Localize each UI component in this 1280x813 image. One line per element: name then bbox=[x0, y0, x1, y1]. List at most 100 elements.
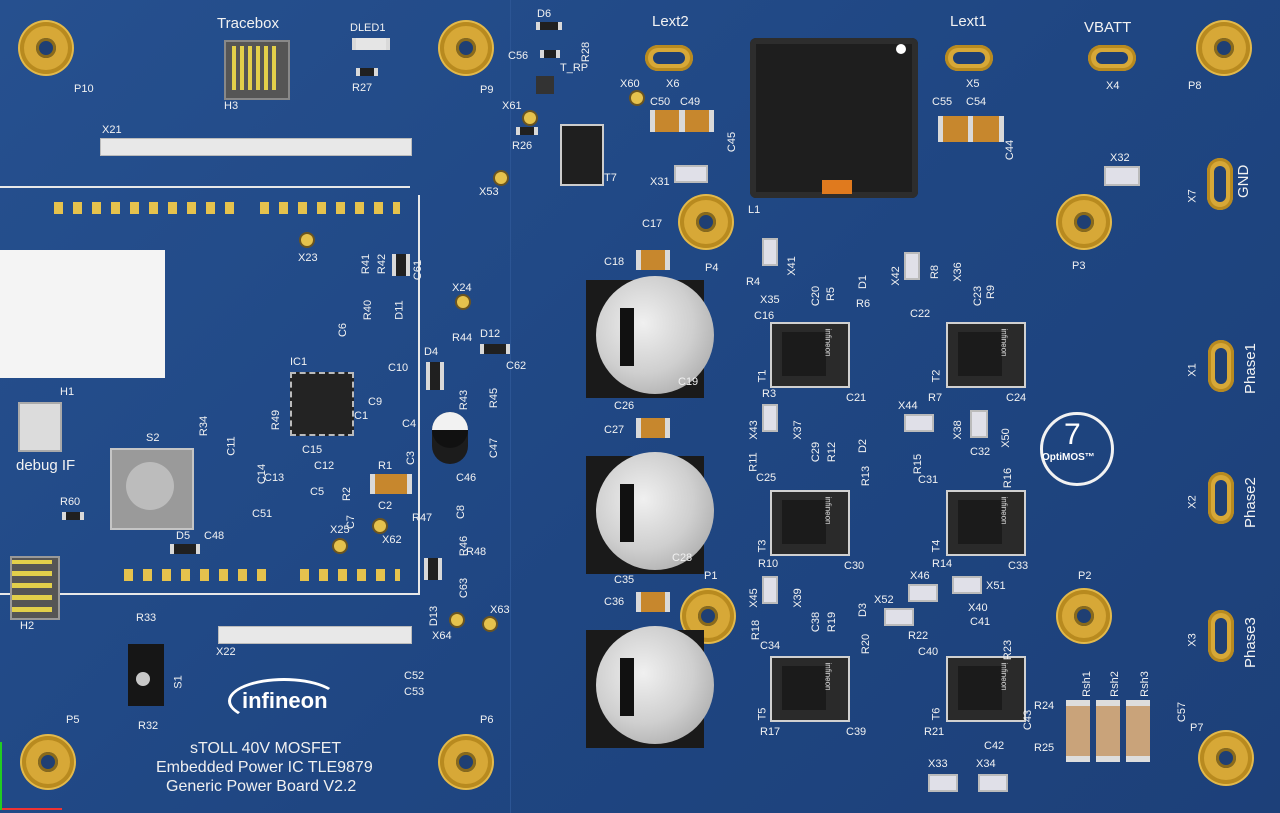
label-x61: X61 bbox=[502, 100, 522, 112]
testpoint-x25[interactable] bbox=[334, 540, 346, 552]
testpoint-x60[interactable] bbox=[631, 92, 643, 104]
label-rsh3: Rsh3 bbox=[1138, 671, 1151, 697]
mount-hole-p10 bbox=[20, 22, 72, 74]
testpoint-x53[interactable] bbox=[495, 172, 507, 184]
mosfet-logo: infineon bbox=[999, 496, 1009, 525]
label-x44: X44 bbox=[898, 400, 918, 412]
mount-hole-p9 bbox=[440, 22, 492, 74]
inductor-l1-pad bbox=[822, 180, 852, 194]
label-r32: R32 bbox=[138, 720, 159, 732]
testpoint-x44[interactable] bbox=[904, 414, 934, 432]
connector-x5-slot[interactable] bbox=[945, 45, 993, 71]
connector-x2-slot[interactable] bbox=[1208, 472, 1234, 524]
elcap-c37-dome bbox=[596, 626, 714, 744]
connector-x4-slot[interactable] bbox=[1088, 45, 1136, 71]
label-x36: X36 bbox=[951, 262, 964, 282]
label-r40: R40 bbox=[362, 299, 375, 321]
label-p7: P7 bbox=[1190, 722, 1204, 734]
resistor-r26 bbox=[516, 127, 538, 135]
label-t4: T4 bbox=[930, 539, 943, 553]
cap-c2 bbox=[370, 474, 412, 494]
label-phase3: Phase3 bbox=[1242, 617, 1259, 668]
label-r23: R23 bbox=[1002, 639, 1015, 661]
testpoint-x50[interactable] bbox=[970, 410, 988, 438]
testpoint-x23[interactable] bbox=[301, 234, 313, 246]
label-c40: C40 bbox=[918, 646, 939, 658]
connector-x6-slot[interactable] bbox=[645, 45, 693, 71]
diode-d4 bbox=[426, 362, 444, 390]
label-r43: R43 bbox=[458, 389, 471, 411]
connector-x1-slot[interactable] bbox=[1208, 340, 1234, 392]
ic-ic1 bbox=[290, 372, 354, 436]
testpoint-x32[interactable] bbox=[1104, 166, 1140, 186]
label-c35: C35 bbox=[614, 574, 635, 586]
connector-h1[interactable] bbox=[18, 402, 62, 452]
label-d5: D5 bbox=[176, 530, 191, 542]
testpoint-x51[interactable] bbox=[952, 576, 982, 594]
shunt-rsh3 bbox=[1126, 700, 1150, 762]
label-c11: C11 bbox=[225, 436, 238, 456]
board-title-line-3: Generic Power Board V2.2 bbox=[166, 778, 357, 795]
label-rsh1: Rsh1 bbox=[1080, 671, 1093, 697]
mosfet-t1: infineon bbox=[770, 322, 850, 388]
power-plane-divider bbox=[510, 0, 511, 813]
label-r20: R20 bbox=[860, 633, 873, 655]
testpoint-x31[interactable] bbox=[674, 165, 708, 183]
label-r34: R34 bbox=[198, 415, 211, 437]
label-p10: P10 bbox=[74, 83, 94, 95]
label-r27: R27 bbox=[352, 82, 373, 94]
label-x4: X4 bbox=[1106, 80, 1120, 92]
testpoint-x41[interactable] bbox=[762, 238, 778, 266]
testpoint-x62[interactable] bbox=[374, 520, 386, 532]
label-x6: X6 bbox=[666, 78, 680, 90]
header-x22[interactable] bbox=[218, 626, 412, 644]
label-c43: C43 bbox=[1022, 709, 1035, 731]
label-c54: C54 bbox=[966, 96, 987, 108]
label-r28: R28 bbox=[580, 41, 593, 63]
label-c25: C25 bbox=[756, 472, 777, 484]
origin-x-axis bbox=[0, 808, 62, 810]
label-x51: X51 bbox=[986, 580, 1006, 592]
switch-s1-knob[interactable] bbox=[136, 672, 150, 686]
mosfet-t4: infineon bbox=[946, 490, 1026, 556]
label-p2: P2 bbox=[1078, 570, 1092, 582]
resistor-r27 bbox=[356, 68, 378, 76]
label-p8: P8 bbox=[1188, 80, 1202, 92]
label-r14: R14 bbox=[932, 558, 953, 570]
testpoint-x52[interactable] bbox=[884, 608, 914, 626]
label-c17: C17 bbox=[642, 218, 663, 230]
label-r19: R19 bbox=[826, 611, 839, 633]
label-x25: X25 bbox=[330, 524, 350, 536]
testpoint-x46[interactable] bbox=[908, 584, 938, 602]
testpoint-x61[interactable] bbox=[524, 112, 536, 124]
label-r45: R45 bbox=[488, 387, 501, 409]
label-c26: C26 bbox=[614, 400, 635, 412]
label-x52: X52 bbox=[874, 594, 894, 606]
elcap-c19-bar bbox=[620, 308, 634, 366]
testpoint-x64[interactable] bbox=[451, 614, 463, 626]
testpoint-x24[interactable] bbox=[457, 296, 469, 308]
label-x62: X62 bbox=[382, 534, 402, 546]
header-x21[interactable] bbox=[100, 138, 412, 156]
cap-c18 bbox=[636, 250, 670, 270]
label-c9: C9 bbox=[368, 396, 383, 408]
testpoint-x43[interactable] bbox=[762, 404, 778, 432]
connector-x3-slot[interactable] bbox=[1208, 610, 1234, 662]
testpoint-x34[interactable] bbox=[978, 774, 1008, 792]
label-c55: C55 bbox=[932, 96, 953, 108]
mosfet-logo: infineon bbox=[823, 662, 833, 691]
label-x31: X31 bbox=[650, 176, 670, 188]
switch-s2-button[interactable] bbox=[126, 462, 174, 510]
testpoint-x45[interactable] bbox=[762, 576, 778, 604]
connector-x7-slot[interactable] bbox=[1207, 158, 1233, 210]
infineon-logo-text: infineon bbox=[242, 688, 328, 713]
label-c5: C5 bbox=[310, 486, 325, 498]
label-r48: R48 bbox=[466, 546, 487, 558]
testpoint-x42[interactable] bbox=[904, 252, 920, 280]
resistor-r60 bbox=[62, 512, 84, 520]
label-r22: R22 bbox=[908, 630, 929, 642]
testpoint-x33[interactable] bbox=[928, 774, 958, 792]
testpoint-x63[interactable] bbox=[484, 618, 496, 630]
label-x50: X50 bbox=[999, 428, 1012, 448]
